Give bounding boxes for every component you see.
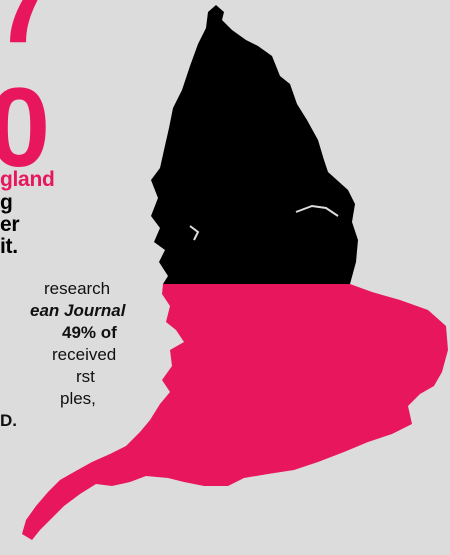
- body-line: rst: [76, 367, 95, 386]
- map-region-south: [22, 284, 448, 540]
- body-line: received: [52, 345, 117, 364]
- headline-line: g: [0, 191, 13, 214]
- headline-line: er: [0, 213, 20, 236]
- headline-line: it.: [0, 235, 18, 258]
- body-line: ples,: [60, 389, 96, 408]
- body-text: research ean Journal 49% of received rst…: [0, 278, 125, 432]
- estuary-line: [295, 204, 339, 217]
- big-figure-top: 7: [0, 0, 56, 66]
- body-line: ean Journal: [30, 301, 126, 320]
- map-region-north: [151, 5, 358, 284]
- body-line: research: [44, 279, 111, 298]
- headline: g er it.: [0, 191, 20, 258]
- region-label: gland: [0, 168, 55, 191]
- body-line: D.: [0, 411, 17, 430]
- estuary-line: [189, 225, 200, 241]
- body-line: 49% of: [62, 323, 117, 342]
- big-figure-number: 0: [0, 65, 50, 190]
